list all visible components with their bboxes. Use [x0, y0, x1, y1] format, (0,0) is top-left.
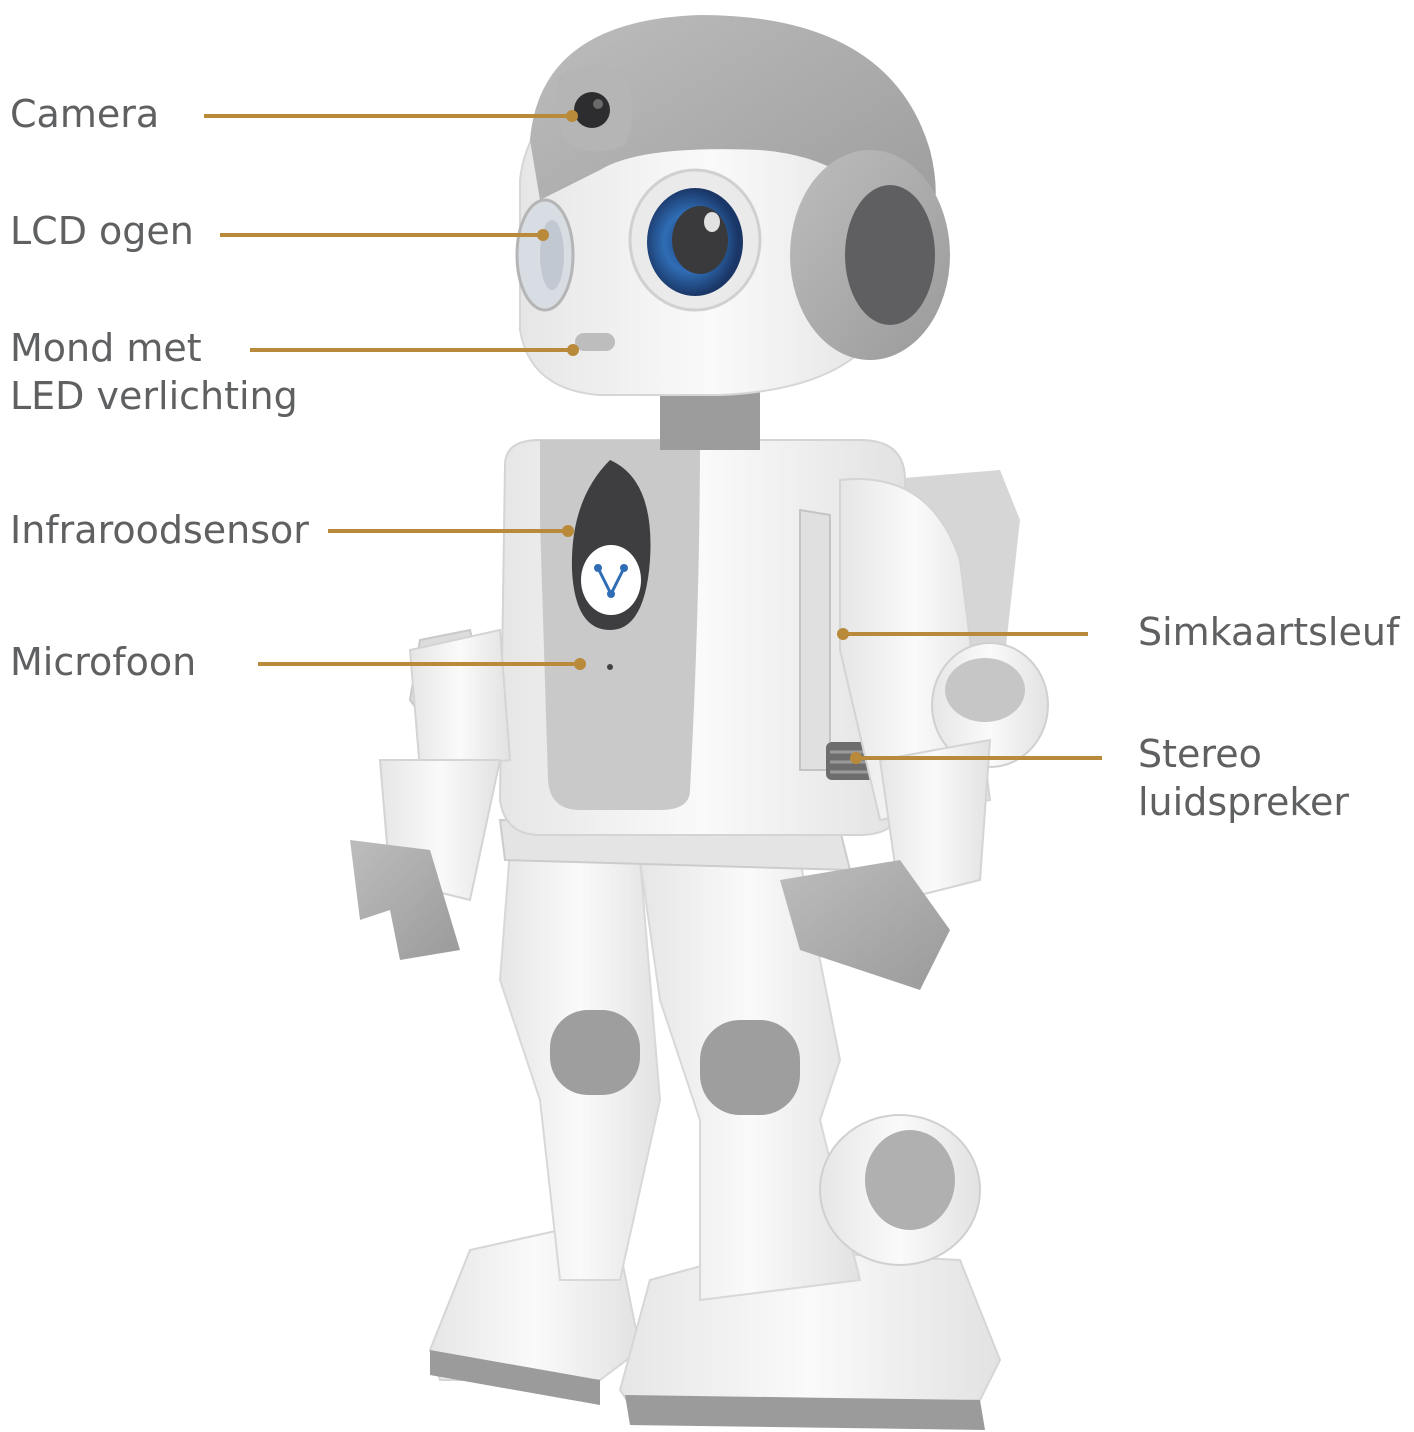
speaker-label-line1: Stereo — [1138, 730, 1349, 778]
right-ankle-cap — [865, 1130, 955, 1230]
callout-label-microphone: Microfoon — [10, 638, 196, 686]
chest-logo-face — [581, 545, 641, 615]
callout-label-lcd-eyes: LCD ogen — [10, 207, 194, 255]
left-knee-pad — [550, 1010, 640, 1095]
microphone-hole — [607, 664, 613, 670]
right-knee-pad — [700, 1020, 800, 1115]
mouth-led — [575, 333, 615, 351]
left-upper-arm — [410, 630, 510, 770]
callout-label-speaker: Stereo luidspreker — [1138, 730, 1349, 826]
lcd-eyes-label: LCD ogen — [10, 207, 194, 255]
callout-label-camera: Camera — [10, 90, 159, 138]
side-slot-panel — [800, 510, 830, 770]
callout-dot-mouth — [567, 344, 579, 356]
sim-slot-label: Simkaartsleuf — [1138, 608, 1399, 656]
mouth-label-line2: LED verlichting — [10, 372, 298, 420]
right-elbow-cap — [945, 658, 1025, 722]
ear-inner — [845, 185, 935, 325]
mouth-label-line1: Mond met — [10, 324, 298, 372]
camera-lens — [574, 92, 610, 128]
microphone-label: Microfoon — [10, 638, 196, 686]
callout-label-sim-slot: Simkaartsleuf — [1138, 608, 1399, 656]
speaker-label-line2: luidspreker — [1138, 778, 1349, 826]
callout-dot-camera — [566, 110, 578, 122]
callout-dot-sim-slot — [837, 628, 849, 640]
callout-dot-infrared — [562, 525, 574, 537]
callout-label-infrared: Infraroodsensor — [10, 506, 309, 554]
callout-dot-lcd-eyes — [537, 229, 549, 241]
callout-label-mouth: Mond met LED verlichting — [10, 324, 298, 420]
callout-dot-speaker — [850, 752, 862, 764]
camera-label: Camera — [10, 90, 159, 138]
infrared-label: Infraroodsensor — [10, 506, 309, 554]
right-foot-sole — [625, 1395, 985, 1430]
callout-dot-microphone — [574, 658, 586, 670]
